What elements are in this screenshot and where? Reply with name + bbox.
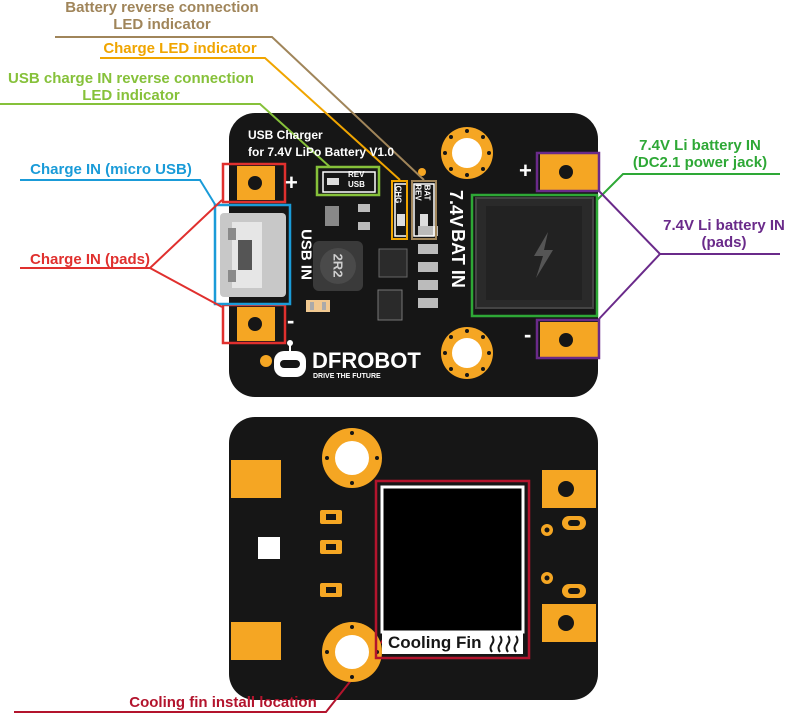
resistor: [418, 262, 438, 272]
callout-charge-in-usb: Charge IN (micro USB): [30, 161, 192, 178]
led-rev-bat: [420, 214, 428, 226]
dfrobot-logo-icon: [274, 340, 306, 377]
resistor: [358, 204, 370, 212]
resistor: [418, 244, 438, 254]
dfrobot-slogan: DRIVE THE FUTURE: [313, 373, 381, 380]
callout-charge-led: Charge LED indicator: [103, 40, 257, 57]
callout-cooling-fin: Cooling fin install location: [129, 694, 317, 711]
chg-label: CHG: [393, 185, 403, 204]
via-dot: [260, 355, 272, 367]
callout-battery-reverse-line2: LED indicator: [113, 16, 211, 33]
plus-sign-right: +: [519, 158, 532, 183]
heat-wave-icon: [489, 635, 519, 653]
bat-in-label: BAT IN: [447, 229, 468, 288]
minus-sign-left: -: [287, 308, 295, 333]
callout-bat-jack-line2: (DC2.1 power jack): [632, 154, 768, 171]
plus-sign-left: +: [285, 170, 298, 195]
back-pad: [231, 622, 281, 660]
inductor: [313, 241, 363, 291]
callout-usb-reverse-line2: LED indicator: [82, 87, 180, 104]
mounting-hole-bottom: [441, 327, 493, 379]
capacitor: [306, 300, 330, 312]
back-mounting-hole-bottom: [322, 622, 382, 682]
back-pad: [231, 460, 281, 498]
dfrobot-logo-text: DFROBOT: [312, 348, 421, 373]
led-charge: [397, 214, 405, 226]
callout-charge-in-pads: Charge IN (pads): [30, 251, 151, 268]
mounting-hole-top: [441, 127, 493, 179]
cooling-fin-area: [380, 485, 525, 634]
usb-in-label: USB IN: [297, 229, 315, 280]
diode: [377, 289, 403, 321]
ic-chip: [378, 248, 408, 278]
rev-usb-label-1: REV: [348, 170, 365, 179]
board-title-line1: USB Charger: [248, 128, 323, 142]
rev-bat-label-1: REV: [413, 184, 423, 201]
bat-in-volt-label: 7.4V: [446, 189, 467, 228]
inductor-label: 2R2: [330, 253, 346, 278]
dc-power-jack: [475, 197, 594, 309]
callout-bat-pads-line2: (pads): [701, 234, 747, 251]
back-square-pad: [258, 537, 280, 559]
resistor: [418, 280, 438, 290]
rev-bat-label-2: BAT: [422, 184, 432, 201]
micro-usb-connector: [220, 213, 286, 297]
cooling-fin-outline: [374, 479, 531, 660]
cooling-fin-label: Cooling Fin: [388, 633, 482, 652]
rev-usb-label-2: USB: [348, 180, 365, 189]
via-dot: [418, 168, 426, 176]
back-mounting-hole-top: [322, 428, 382, 488]
resistor: [418, 226, 438, 236]
callout-bat-pads-line1: 7.4V Li battery IN: [663, 217, 785, 234]
callout-usb-reverse-line1: USB charge IN reverse connection: [8, 70, 254, 87]
callout-battery-reverse-line1: Battery reverse connection: [65, 0, 259, 16]
lightning-icon: [534, 232, 553, 278]
board-title-line2: for 7.4V LiPo Battery V1.0: [248, 145, 395, 159]
minus-sign-right: -: [524, 322, 532, 347]
transistor: [325, 206, 339, 226]
callout-bat-jack-line1: 7.4V Li battery IN: [639, 137, 761, 154]
resistor: [358, 222, 370, 230]
resistor: [418, 298, 438, 308]
led-rev-usb: [327, 178, 339, 185]
